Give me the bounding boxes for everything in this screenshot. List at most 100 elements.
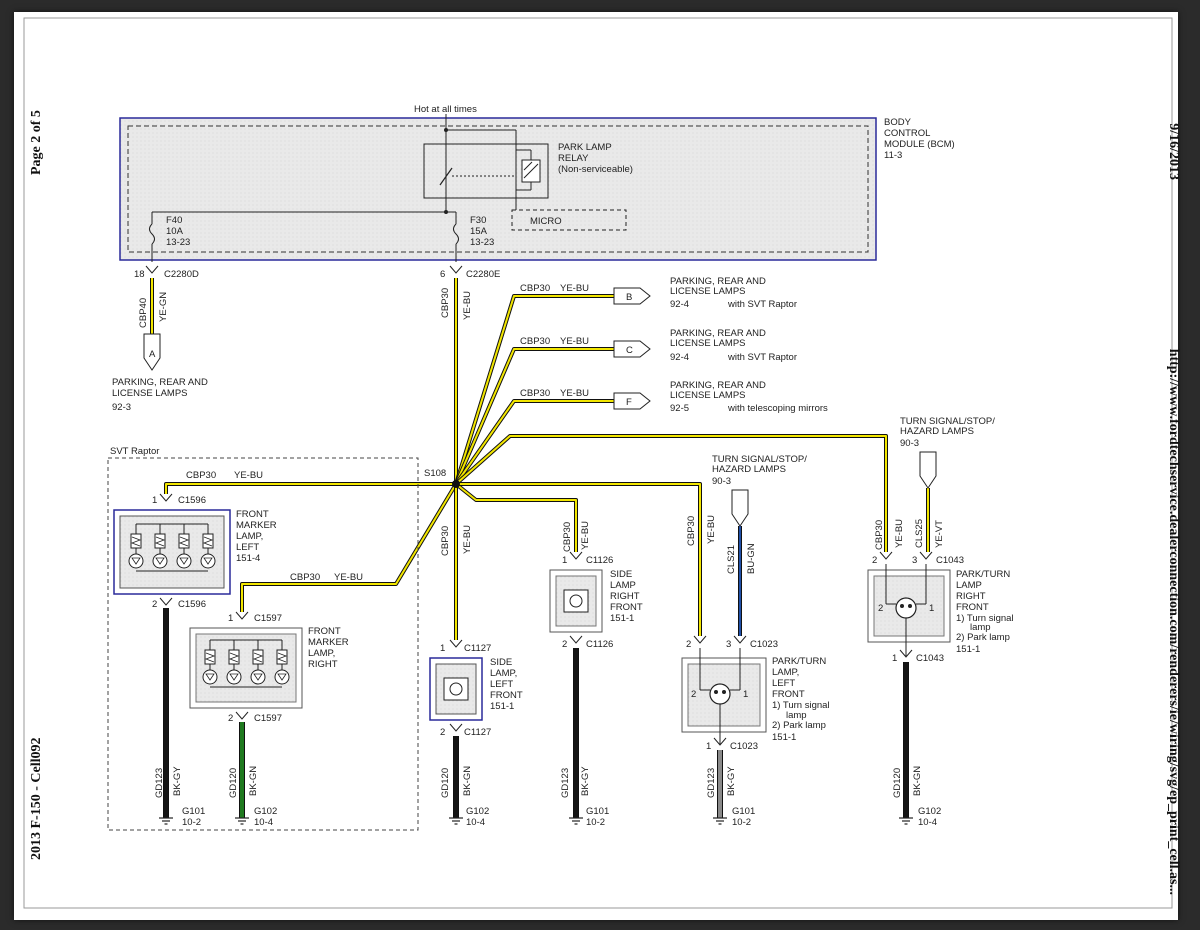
fmr-lamp-inner (195, 633, 297, 703)
yellow-wire-harness (164, 278, 930, 640)
gnd4-color: BK-GY (580, 766, 591, 796)
fmr-pin2: 2 (228, 713, 233, 724)
ref-f-page: 92-5 (670, 403, 689, 414)
ptl-bulb-num-2: 2 (691, 689, 696, 700)
gnd1-circuit: GD123 (154, 768, 165, 798)
fml-label-1: FRONT (236, 509, 269, 520)
ptl-dual-bulb-icon (709, 683, 731, 705)
ref-f-text-1: PARKING, REAR AND (670, 380, 766, 391)
fmr-resistor-zig-1 (204, 652, 216, 663)
fmr-led-symbol-1 (205, 673, 215, 681)
ref-a-letter: A (149, 349, 156, 360)
ref-f-circuit: CBP30 (520, 388, 550, 399)
micro-box (511, 209, 627, 231)
ref-f-flag (613, 392, 651, 410)
ref-c-color: YE-BU (560, 336, 589, 347)
ref-f-color: YE-BU (560, 388, 589, 399)
micro-label: MICRO (530, 216, 562, 227)
ptl-bulb-num-1: 1 (743, 689, 748, 700)
ptl-cb-label: C1023 (730, 741, 758, 752)
sll-c1-label: C1127 (464, 643, 491, 654)
ptl-blue-wire-color: BU-GN (746, 543, 757, 574)
fml-pin1: 1 (152, 495, 157, 506)
wire-cbp40-color: YE-GN (158, 292, 169, 322)
relay-label-3: (Non-serviceable) (558, 164, 633, 175)
ref-b-text-2: LICENSE LAMPS (670, 286, 746, 297)
sll-label-5: 151-1 (490, 701, 514, 712)
c1023-pin3-connector-icon (733, 635, 747, 644)
ptl-label-3: LEFT (772, 678, 795, 689)
sll-wire-color: YE-BU (462, 525, 473, 554)
ptl-pin2: 2 (686, 639, 691, 650)
sll-label-2: LAMP, (490, 668, 517, 679)
wire-to-ref-f (455, 400, 614, 485)
gnd2-id: G102 (254, 806, 277, 817)
c1043-pin3-connector-icon (919, 551, 933, 560)
page-number: Page 2 of 5 (29, 110, 44, 175)
park-lamp-relay-box (423, 143, 549, 199)
ptr-filament-1 (900, 604, 904, 608)
relay-label-1: PARK LAMP (558, 142, 612, 153)
gnd5-id: G101 (732, 806, 755, 817)
ptr-pin1: 1 (892, 653, 897, 664)
c1127-bottom-connector-icon (449, 723, 463, 732)
ptl-label-7: 2) Park lamp (772, 720, 826, 731)
ref-c-text-1: PARKING, REAR AND (670, 328, 766, 339)
gnd3-id: G102 (466, 806, 489, 817)
fmr-label-4: RIGHT (308, 659, 338, 670)
ptr-cb-label: C1043 (916, 653, 944, 664)
ref-c-letter: C (626, 345, 633, 356)
slr-label-5: 151-1 (610, 613, 634, 624)
fml-resistor-zig-4 (202, 536, 214, 547)
ref-b-circuit: CBP30 (520, 283, 550, 294)
wire-to-front-marker-right (241, 483, 457, 612)
slr-label-4: FRONT (610, 602, 643, 613)
ptr-c-label: C1043 (936, 555, 964, 566)
svt-raptor-box (107, 457, 419, 831)
gnd4-id: G101 (586, 806, 609, 817)
ref-c-note: with SVT Raptor (727, 352, 797, 363)
turn-right-ref-3: 90-3 (900, 438, 919, 449)
ptr-label-7: 2) Park lamp (956, 632, 1010, 643)
ptr-dual-bulb-icon (895, 597, 917, 619)
c2280e-label: C2280E (466, 269, 500, 280)
ref-c-flag (613, 340, 651, 358)
c1023-pin2-connector-icon (693, 635, 707, 644)
relay-contact (439, 167, 453, 186)
bcm-label-1: BODY (884, 117, 912, 128)
ptl-c-label: C1023 (750, 639, 778, 650)
fmr-led-symbol-3 (253, 673, 263, 681)
fml-label-2: MARKER (236, 520, 277, 531)
c1023-bottom-connector-icon (713, 737, 727, 746)
bus-node (444, 210, 448, 214)
ground-wires (163, 608, 909, 818)
c2280d-connector-icon (145, 265, 159, 274)
ptr-label-2: LAMP (956, 580, 982, 591)
gnd2-page: 10-4 (254, 817, 273, 828)
fml-led-symbol-4 (203, 557, 213, 565)
slr-c2-label: C1126 (586, 639, 613, 650)
fml-pin2: 2 (152, 599, 157, 610)
fml-label-3: LAMP, (236, 531, 263, 542)
ptl-blue-wire-circuit: CLS21 (726, 545, 737, 574)
sll-label-3: LEFT (490, 679, 513, 690)
c2280d-label: C2280D (164, 269, 199, 280)
fuse-f30-page: 13-23 (470, 237, 494, 248)
c1596-bottom-connector-icon (159, 597, 173, 606)
c1043-bottom-connector-icon (899, 649, 913, 658)
c2280d-pin: 18 (134, 269, 145, 280)
bcm-label-2: CONTROL (884, 128, 930, 139)
fmr-bulb-array (202, 639, 290, 688)
c1126-top-connector-icon (569, 551, 583, 560)
slr-wire-circuit: CBP30 (562, 522, 573, 552)
fuse-f30-icon (453, 223, 459, 245)
ref-c-circuit: CBP30 (520, 336, 550, 347)
gnd1-color: BK-GY (172, 766, 183, 796)
gnd2-circuit: GD120 (228, 768, 239, 798)
slr-wire-color: YE-BU (580, 521, 591, 550)
ptr-label-5: 1) Turn signal (956, 613, 1014, 624)
hot-at-all-times-label: Hot at all times (414, 104, 477, 115)
sll-label-4: FRONT (490, 690, 523, 701)
fml-led-symbol-2 (155, 557, 165, 565)
ptr-label-4: FRONT (956, 602, 989, 613)
